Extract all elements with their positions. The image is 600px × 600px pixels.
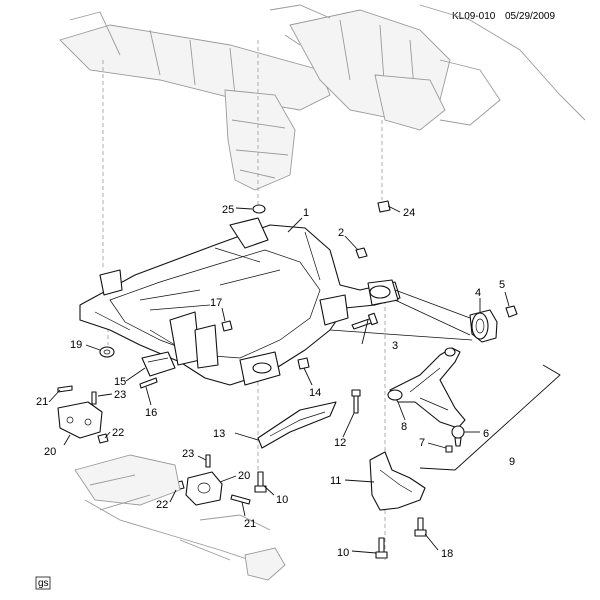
nut-25 bbox=[252, 204, 266, 214]
nut-24 bbox=[377, 200, 391, 213]
callout-4: 4 bbox=[475, 287, 481, 299]
callout-8: 8 bbox=[401, 421, 407, 433]
bolt-18 bbox=[414, 517, 427, 537]
callout-10-upper: 10 bbox=[276, 494, 288, 506]
callout-7: 7 bbox=[419, 437, 425, 449]
washer-19 bbox=[99, 346, 115, 358]
callout-2: 2 bbox=[338, 227, 344, 239]
callout-1: 1 bbox=[303, 207, 309, 219]
callout-22-lower: 22 bbox=[156, 499, 168, 511]
corner-tag: gs bbox=[38, 578, 49, 589]
callout-22-upper: 22 bbox=[112, 427, 124, 439]
bolt-12 bbox=[351, 389, 361, 414]
callout-3: 3 bbox=[392, 340, 398, 352]
callout-20-left: 20 bbox=[44, 446, 56, 458]
callout-24: 24 bbox=[403, 207, 415, 219]
bracket-9-group-line bbox=[419, 364, 561, 471]
bolt-21-upper bbox=[57, 385, 73, 393]
nut-22-upper bbox=[97, 433, 109, 444]
bracket-15 bbox=[141, 351, 176, 377]
frame-cradle bbox=[79, 217, 401, 386]
shield-13 bbox=[257, 401, 337, 449]
bolt-23-upper bbox=[91, 391, 97, 405]
bolt-10-lower bbox=[375, 537, 388, 559]
lower-control-arm bbox=[387, 347, 466, 429]
callout-11: 11 bbox=[330, 475, 341, 487]
callout-12: 12 bbox=[334, 437, 346, 449]
ball-joint-6 bbox=[451, 425, 465, 447]
nut-5 bbox=[505, 305, 518, 318]
figure-date: 05/29/2009 bbox=[505, 11, 555, 22]
bolt-10-upper bbox=[254, 471, 267, 493]
callout-17: 17 bbox=[210, 297, 222, 309]
nut-7 bbox=[445, 445, 453, 453]
callout-13: 13 bbox=[213, 428, 225, 440]
bolt-3 bbox=[351, 312, 379, 330]
nut-14 bbox=[297, 357, 310, 370]
callout-15: 15 bbox=[114, 376, 126, 388]
bolt-23-lower bbox=[205, 454, 211, 468]
callout-9: 9 bbox=[509, 456, 515, 468]
callout-23-lower: 23 bbox=[182, 448, 194, 460]
callout-23-upper: 23 bbox=[114, 389, 126, 401]
bolt-21-lower bbox=[230, 494, 251, 505]
callout-16: 16 bbox=[145, 407, 157, 419]
callout-20-center: 20 bbox=[238, 470, 250, 482]
callout-5: 5 bbox=[499, 279, 505, 291]
nut-2 bbox=[355, 247, 368, 259]
lower-subframe-ghost bbox=[74, 454, 286, 581]
callout-21-upper: 21 bbox=[36, 396, 48, 408]
vehicle-body-ghost bbox=[59, 4, 586, 191]
bracket-11 bbox=[369, 451, 426, 511]
figure-code: KL09-010 bbox=[452, 11, 496, 22]
callout-6: 6 bbox=[483, 428, 489, 440]
corner-tag-box: gs bbox=[35, 576, 51, 590]
leader-lines bbox=[48, 205, 510, 554]
callout-25: 25 bbox=[222, 204, 234, 216]
callout-14: 14 bbox=[309, 387, 321, 399]
bushing-projection-lines bbox=[329, 289, 473, 341]
nut-17 bbox=[221, 320, 233, 332]
bracket-20-center bbox=[185, 471, 223, 506]
callout-10-lower: 10 bbox=[337, 547, 349, 559]
callout-21-lower: 21 bbox=[244, 518, 256, 530]
callout-numbers: 1 2 3 4 5 6 7 8 9 10 10 11 12 13 14 15 1… bbox=[36, 204, 515, 560]
callout-18: 18 bbox=[441, 548, 453, 560]
callout-19: 19 bbox=[70, 339, 82, 351]
bolt-16 bbox=[139, 377, 158, 389]
bracket-20-left bbox=[57, 401, 103, 439]
bushing-4 bbox=[469, 309, 498, 343]
